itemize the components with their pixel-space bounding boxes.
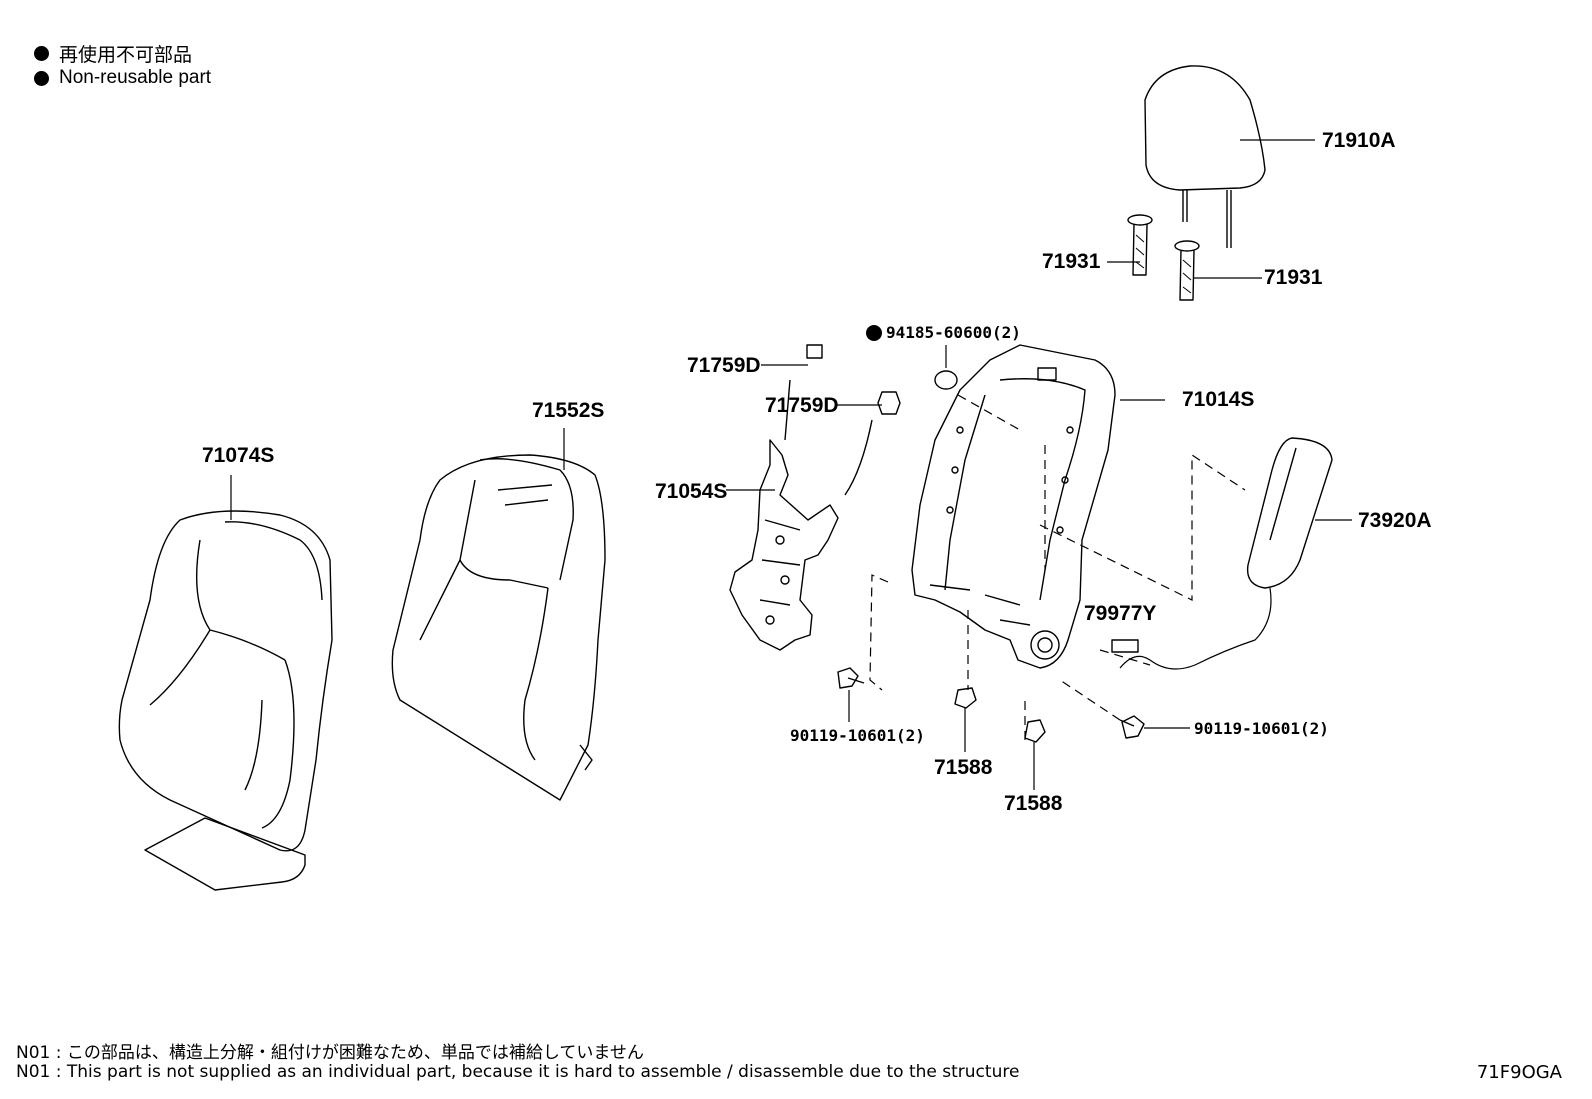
legend-jp-text: 再使用不可部品 [59,45,193,66]
label-79977y: 79977Y [1084,602,1156,625]
bolt-90119-a-drawing [837,667,865,689]
headrest-71910a-drawing [1144,65,1266,248]
seatback-frame-71014s-drawing [911,344,1116,669]
legend-en-text: Non-reusable part [59,67,212,88]
drawing-code: 71F9OGA [1476,1062,1562,1083]
label-71931-a: 71931 [1042,250,1101,273]
cover-71588-a-drawing [954,687,977,709]
label-71910a: 71910A [1322,129,1396,152]
label-90119-b: 90119-10601(2) [1194,719,1329,738]
label-73920a: 73920A [1358,509,1432,532]
non-reusable-dot-icon [34,46,49,61]
note-en: N01 : This part is not supplied as an in… [16,1062,1020,1082]
label-71588-a: 71588 [934,756,993,779]
non-reusable-dot-icon [866,325,882,341]
lumbar-bracket-71054s-drawing [729,379,873,651]
seat-cover-71074s-drawing [118,510,333,891]
label-94185: 94185-60600(2) [886,323,1021,342]
cover-71588-b-drawing [1024,719,1046,743]
headrest-guide-71931-drawing [1127,214,1200,301]
legend-jp: 再使用不可部品 [34,40,192,67]
label-71074s: 71074S [202,444,274,467]
assembly-lines [869,394,1246,740]
leader-lines [230,139,1352,790]
label-71931-b: 71931 [1264,266,1323,289]
non-reusable-dot-icon [34,70,49,86]
label-71552s: 71552S [532,399,604,422]
seat-pad-71552s-drawing [391,454,606,801]
label-71588-b: 71588 [1004,792,1063,815]
bolt-90119-b-drawing [1119,715,1145,739]
label-71054s: 71054S [655,480,727,503]
label-79977y-drawing [1111,639,1139,653]
side-airbag-73920a-drawing [1119,437,1333,670]
clip-71759d-drawing [806,344,823,359]
label-71759d-a: 71759D [687,354,761,377]
note-jp: N01 : この部品は、構造上分解・組付けが困難なため、単品では補給していません [16,1043,644,1063]
legend-en: Non-reusable part [34,67,211,89]
clip-71759d-b-drawing [877,391,901,415]
label-90119-a: 90119-10601(2) [790,726,925,745]
label-71759d-b: 71759D [765,394,839,417]
nut-94185-drawing [934,370,958,390]
label-71014s: 71014S [1182,388,1254,411]
